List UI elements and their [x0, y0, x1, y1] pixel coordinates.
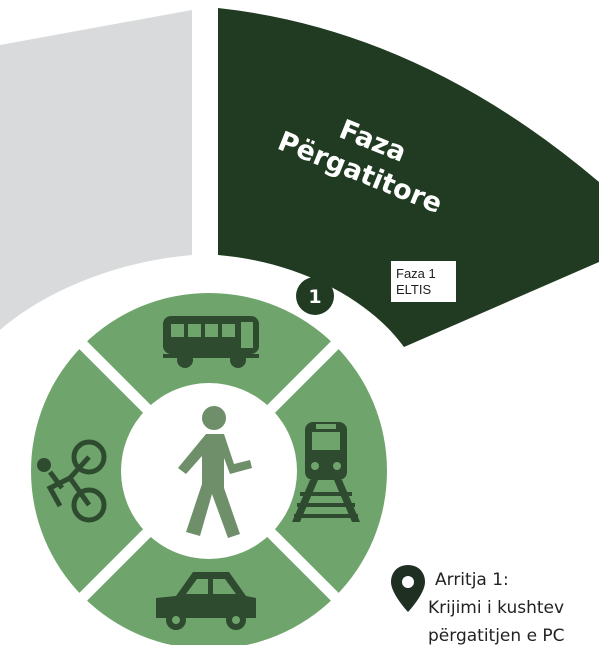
location-pin-icon — [391, 565, 425, 612]
milestone-line1: Krijimi i kushtev — [428, 598, 564, 618]
milestone-line2: përgatitjen e PC — [428, 626, 565, 645]
milestone-label: Arritja 1: — [435, 570, 509, 590]
phase-tag-line1: Faza 1 — [396, 266, 436, 281]
train-icon — [292, 422, 360, 522]
step-badge-number: 1 — [308, 286, 321, 308]
milestone: Arritja 1: Krijimi i kushtev përgatitjen… — [428, 570, 565, 645]
bicycle-icon — [37, 439, 107, 523]
phase-segment-grey — [0, 10, 192, 330]
car-icon — [156, 572, 256, 630]
bus-icon — [163, 316, 259, 368]
phase-tag-line2: ELTIS — [396, 282, 431, 297]
phase-tag: Faza 1 ELTIS — [391, 261, 456, 302]
pedestrian-icon — [178, 406, 252, 538]
phase-segment-preparatory[interactable] — [218, 8, 599, 347]
step-badge: 1 — [296, 277, 334, 315]
